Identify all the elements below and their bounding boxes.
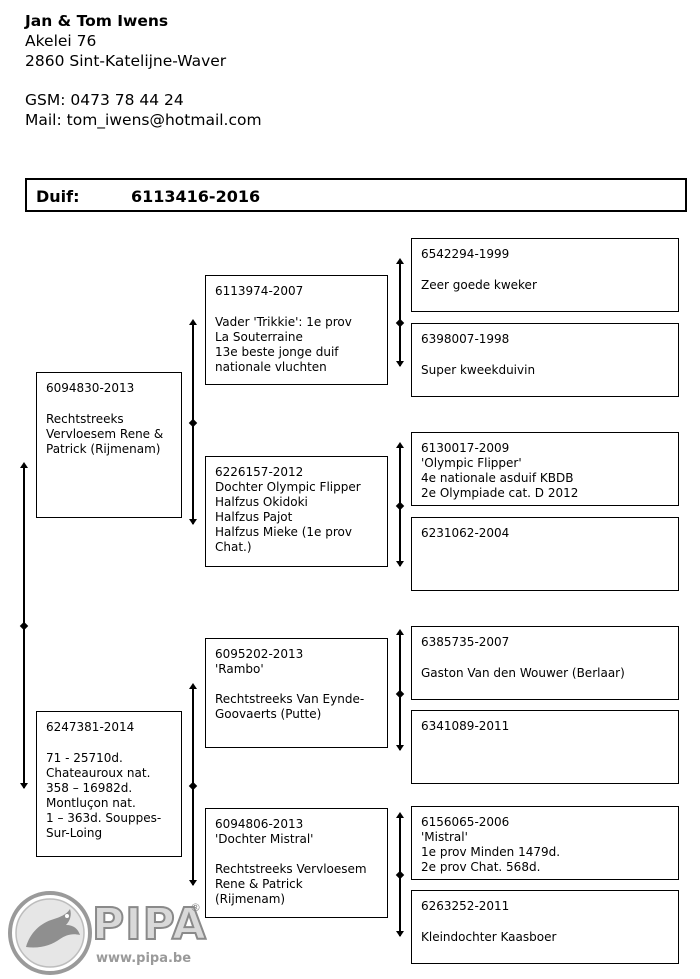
- pedigree-mmm: 6263252-2011 Kleindochter Kaasboer: [411, 890, 679, 964]
- logo-text: PIPA: [91, 898, 207, 951]
- pigeon-note: 'Olympic Flipper' 4e nationale asduif KB…: [421, 456, 579, 500]
- pedigree-mmf: 6156065-2006 'Mistral' 1e prov Minden 14…: [411, 806, 679, 880]
- owner-name: Jan & Tom Iwens: [25, 12, 169, 30]
- pedigree-fmm: 6231062-2004: [411, 517, 679, 591]
- ring-number: 6542294-1999: [421, 247, 510, 261]
- pedigree-fff: 6542294-1999 Zeer goede kweker: [411, 238, 679, 312]
- owner-gsm: GSM: 0473 78 44 24: [25, 91, 184, 109]
- owner-mail: Mail: tom_iwens@hotmail.com: [25, 111, 262, 129]
- pigeon-logo-icon: [8, 891, 92, 975]
- ring-number: 6095202-2013: [215, 647, 304, 661]
- ring-number: 6341089-2011: [421, 719, 510, 733]
- ring-number: 6094806-2013: [215, 817, 304, 831]
- pedigree-mother: 6247381-2014 71 - 25710d. Chateauroux na…: [36, 711, 182, 857]
- pedigree-ff: 6113974-2007 Vader 'Trikkie': 1e prov La…: [205, 275, 388, 385]
- ring-number: 6398007-1998: [421, 332, 510, 346]
- owner-info: Jan & Tom Iwens Akelei 76 2860 Sint-Kate…: [25, 11, 262, 130]
- pigeon-note: Dochter Olympic Flipper Halfzus Okidoki …: [215, 480, 361, 554]
- ring-number: 6130017-2009: [421, 441, 510, 455]
- pigeon-note: 'Dochter Mistral' Rechtstreeks Vervloese…: [215, 832, 367, 906]
- pigeon-note: Rechtstreeks Vervloesem Rene & Patrick (…: [46, 412, 164, 456]
- pedigree-ffm: 6398007-1998 Super kweekduivin: [411, 323, 679, 397]
- pigeon-note: 'Mistral' 1e prov Minden 1479d. 2e prov …: [421, 830, 561, 874]
- ring-number: 6247381-2014: [46, 720, 135, 734]
- duif-label: Duif:: [36, 187, 80, 206]
- pedigree-mfm: 6341089-2011: [411, 710, 679, 784]
- pedigree-mm: 6094806-2013 'Dochter Mistral' Rechtstre…: [205, 808, 388, 918]
- ring-number: 6385735-2007: [421, 635, 510, 649]
- logo-registered: ®: [190, 901, 201, 914]
- pigeon-note: Gaston Van den Wouwer (Berlaar): [421, 666, 625, 680]
- ring-number: 6226157-2012: [215, 465, 304, 479]
- ring-number: 6231062-2004: [421, 526, 510, 540]
- pigeon-note: Super kweekduivin: [421, 363, 536, 377]
- ring-number: 6156065-2006: [421, 815, 510, 829]
- connector-ff: [399, 262, 401, 366]
- pigeon-note: 'Rambo' Rechtstreeks Van Eynde- Goovaert…: [215, 662, 365, 721]
- owner-city: 2860 Sint-Katelijne-Waver: [25, 52, 227, 70]
- pedigree-mf: 6095202-2013 'Rambo' Rechtstreeks Van Ey…: [205, 638, 388, 748]
- pedigree-fmf: 6130017-2009 'Olympic Flipper' 4e nation…: [411, 432, 679, 506]
- pigeon-note: Vader 'Trikkie': 1e prov La Souterraine …: [215, 315, 352, 374]
- pigeon-note: Kleindochter Kaasboer: [421, 930, 557, 944]
- pedigree-father: 6094830-2013 Rechtstreeks Vervloesem Ren…: [36, 372, 182, 518]
- pigeon-note: 71 - 25710d. Chateauroux nat. 358 – 1698…: [46, 751, 162, 840]
- pipa-logo: PIPA ® www.pipa.be: [4, 889, 207, 977]
- ring-number: 6094830-2013: [46, 381, 135, 395]
- pigeon-note: Zeer goede kweker: [421, 278, 537, 292]
- logo-url: www.pipa.be: [96, 951, 192, 966]
- pedigree-fm: 6226157-2012 Dochter Olympic Flipper Hal…: [205, 456, 388, 567]
- owner-street: Akelei 76: [25, 32, 97, 50]
- pedigree-mff: 6385735-2007 Gaston Van den Wouwer (Berl…: [411, 626, 679, 700]
- duif-ring: 6113416-2016: [131, 187, 261, 206]
- ring-number: 6263252-2011: [421, 899, 510, 913]
- duif-header: Duif: 6113416-2016: [25, 178, 687, 212]
- ring-number: 6113974-2007: [215, 284, 304, 298]
